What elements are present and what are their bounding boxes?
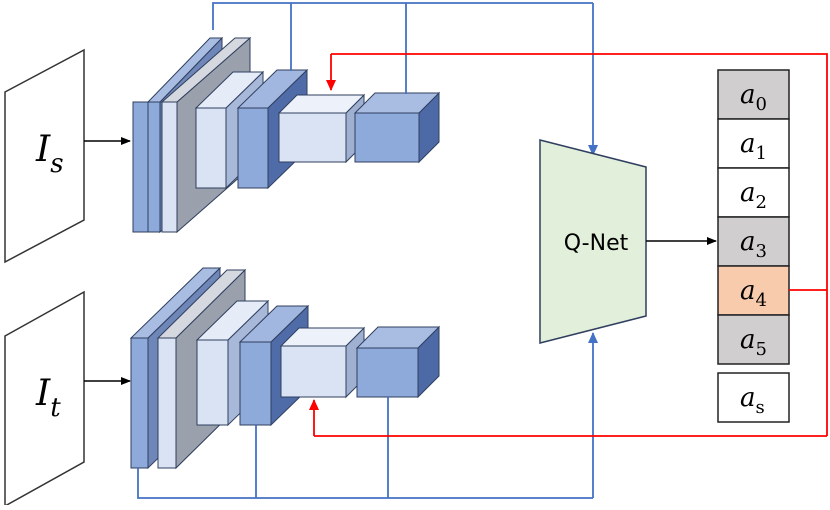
source-image-plate: Is — [4, 48, 85, 264]
action-cell-1-label: a1 — [740, 129, 767, 164]
action-cell-5: a5 — [717, 314, 790, 365]
target-conv-layer-4 — [239, 341, 272, 426]
source-image-label: Is — [35, 129, 64, 179]
target-image-label: It — [35, 373, 61, 423]
target-feature-lines — [137, 332, 598, 499]
target-feature-block-2 — [356, 347, 419, 398]
stop-action-cell: as — [717, 372, 790, 423]
action-cell-3: a3 — [717, 216, 790, 267]
source-feature-block-2 — [354, 112, 420, 163]
target-conv-layer-1 — [130, 337, 149, 469]
source-conv-layer-4 — [237, 107, 269, 189]
target-conv-layer-3 — [196, 339, 229, 426]
source-conv-layer-1 — [132, 101, 149, 233]
action-cell-0-label: a0 — [740, 80, 767, 115]
q-net-block: Q-Net — [539, 139, 647, 344]
source-conv-layer-2 — [161, 101, 178, 233]
target-image-plate: It — [4, 290, 85, 508]
q-net-label: Q-Net — [564, 231, 629, 256]
source-conv-layer-3 — [195, 107, 227, 189]
action-cell-2: a2 — [717, 167, 790, 218]
action-cell-4: a4 — [717, 265, 790, 316]
target-feature-block-1 — [280, 345, 347, 398]
target-conv-layer-2 — [157, 337, 177, 469]
source-encoder — [132, 36, 441, 234]
action-cell-4-label: a4 — [740, 276, 767, 311]
action-feedback-lines — [309, 53, 828, 437]
action-cell-5-label: a5 — [740, 325, 767, 360]
source-feature-block-1 — [278, 112, 347, 163]
stop-action-cell-label: as — [740, 383, 765, 418]
action-cell-0: a0 — [717, 69, 790, 120]
action-cell-1: a1 — [717, 118, 790, 169]
target-encoder — [129, 266, 441, 470]
action-cell-2-label: a2 — [740, 178, 767, 213]
source-feature-lines — [212, 2, 598, 156]
action-list: a0 a1 a2 a3 a4 a5 as — [717, 69, 790, 423]
action-cell-3-label: a3 — [740, 227, 767, 262]
